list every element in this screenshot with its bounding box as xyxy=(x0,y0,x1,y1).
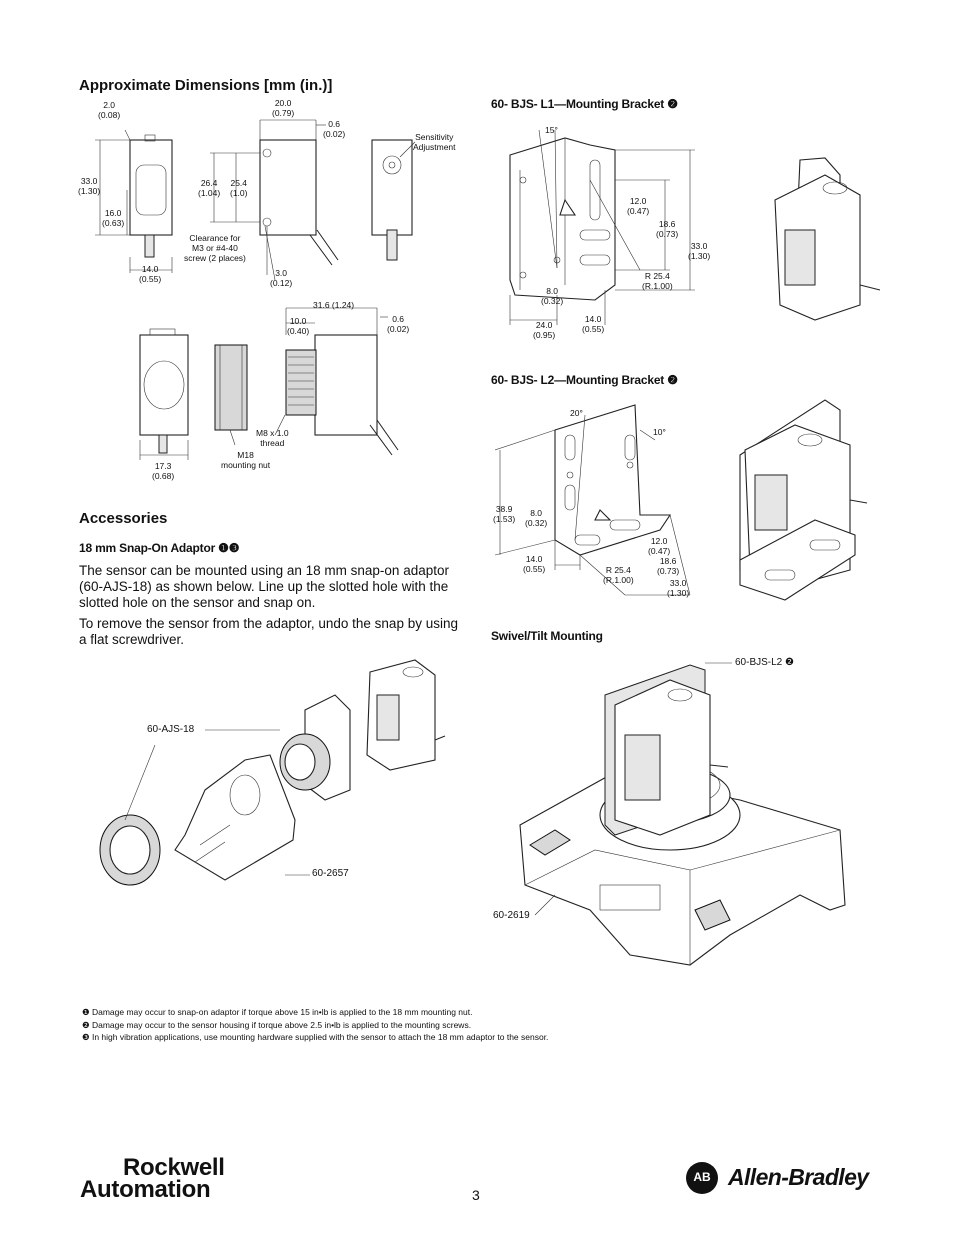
dim-label-d7: 26.4 (1.04) xyxy=(198,178,221,198)
callout-60-2657: 60-2657 xyxy=(312,868,349,879)
l2-label-a: 20° xyxy=(570,408,583,418)
l2-label-f: 18.6 (0.73) xyxy=(657,556,680,576)
dim-label-d17: 17.3 (0.68) xyxy=(152,461,175,481)
callout-60-bjs-l2: 60-BJS-L2 ❷ xyxy=(735,657,794,668)
dim-label-d15: M8 x 1.0 thread xyxy=(256,428,289,448)
snap-on-adaptor-illustration xyxy=(99,659,446,886)
brand-left-line-1: Rockwell xyxy=(123,1154,225,1181)
callout-60-2619: 60-2619 xyxy=(493,910,530,921)
rockwell-automation-logo: Rockwell Automation xyxy=(80,1154,225,1203)
dim-label-d9: Clearance for M3 or #4-40 screw (2 place… xyxy=(184,233,246,263)
bracket-l2-drawings xyxy=(495,399,868,601)
l2-label-d: 8.0 (0.32) xyxy=(525,508,548,528)
dim-label-d4: 14.0 (0.55) xyxy=(139,264,162,284)
accessories-para-1: The sensor can be mounted using an 18 mm… xyxy=(79,563,449,610)
accessories-para-2: To remove the sensor from the adaptor, u… xyxy=(79,616,458,647)
dim-label-d5: 20.0 (0.79) xyxy=(272,98,295,118)
dim-label-d13: 10.0 (0.40) xyxy=(287,316,310,336)
dimensions-title: Approximate Dimensions [mm (in.)] xyxy=(79,77,333,94)
l2-label-e: 12.0 (0.47) xyxy=(648,536,671,556)
dim-label-d16: M18 mounting nut xyxy=(221,450,271,470)
l1-label-a: 15° xyxy=(545,125,558,135)
dim-label-d1: 2.0 (0.08) xyxy=(98,100,121,120)
swivel-mount-illustration xyxy=(519,662,846,966)
dim-label-d10: 3.0 (0.12) xyxy=(270,268,293,288)
l1-label-f: 8.0 (0.32) xyxy=(541,286,564,306)
callout-60-ajs-18: 60-AJS-18 xyxy=(147,724,195,735)
dim-label-d6: 0.6 (0.02) xyxy=(323,119,346,139)
bracket-l1-drawings xyxy=(509,129,881,325)
dim-label-d3: 16.0 (0.63) xyxy=(102,208,125,228)
dim-label-d8: 25.4 (1.0) xyxy=(230,178,248,198)
l2-label-c: 38.9 (1.53) xyxy=(493,504,516,524)
footnote-3: ❸ In high vibration applications, use mo… xyxy=(82,1032,549,1042)
dimension-drawings xyxy=(95,119,416,460)
l2-label-h: R 25.4 (R.1.00) xyxy=(603,565,634,585)
page-number: 3 xyxy=(472,1187,480,1203)
dim-label-d12: 31.6 (1.24) xyxy=(313,300,355,310)
bracket-l2-title: 60- BJS- L2—Mounting Bracket ❷ xyxy=(491,373,678,387)
accessories-title: Accessories xyxy=(79,510,168,527)
brand-left-line-2: Automation xyxy=(80,1176,211,1203)
l1-label-g: 24.0 (0.95) xyxy=(533,320,556,340)
dim-label-d11: Sensitivity Adjustment xyxy=(413,132,456,152)
ab-logo-icon: AB xyxy=(686,1162,718,1194)
l2-label-b: 10° xyxy=(653,427,666,437)
l1-label-b: 12.0 (0.47) xyxy=(627,196,650,216)
swivel-title: Swivel/Tilt Mounting xyxy=(491,629,603,643)
allen-bradley-wordmark: Allen-Bradley xyxy=(728,1164,869,1190)
l1-label-c: 18.6 (0.73) xyxy=(656,219,679,239)
dim-label-d14: 0.6 (0.02) xyxy=(387,314,410,334)
l2-label-i: 33.0 (1.30) xyxy=(667,578,690,598)
footnote-2: ❷ Damage may occur to the sensor housing… xyxy=(82,1020,472,1030)
dim-label-d2: 33.0 (1.30) xyxy=(78,176,101,196)
footnote-1: ❶ Damage may occur to snap-on adaptor if… xyxy=(82,1007,473,1017)
bracket-l1-title: 60- BJS- L1—Mounting Bracket ❷ xyxy=(491,97,678,111)
l1-label-e: R 25.4 (R.1.00) xyxy=(642,271,673,291)
l1-label-h: 14.0 (0.55) xyxy=(582,314,605,334)
snap-on-adaptor-subtitle: 18 mm Snap-On Adaptor ❶❸ xyxy=(79,541,240,555)
l1-label-d: 33.0 (1.30) xyxy=(688,241,711,261)
l2-label-g: 14.0 (0.55) xyxy=(523,554,546,574)
